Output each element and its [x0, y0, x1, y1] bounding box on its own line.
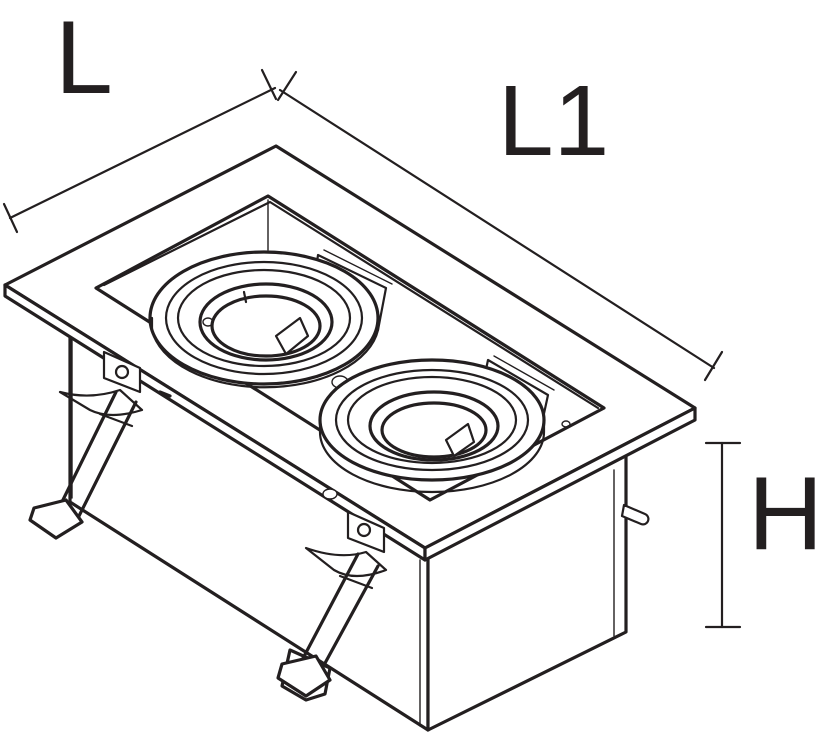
- dimension-line-length: [2, 68, 278, 234]
- dimension-label-height: H: [748, 456, 823, 572]
- dimension-label-length: L: [55, 0, 113, 116]
- dimension-line-length1: [276, 70, 724, 382]
- lamp-module-front: [318, 355, 571, 500]
- lamp-module-rear: [148, 249, 393, 389]
- spring-clip-right: [276, 510, 388, 698]
- dimension-label-length1: L1: [498, 65, 609, 177]
- spring-clip-left: [28, 350, 172, 540]
- dimension-line-height: [704, 441, 742, 629]
- side-screw: [620, 503, 650, 526]
